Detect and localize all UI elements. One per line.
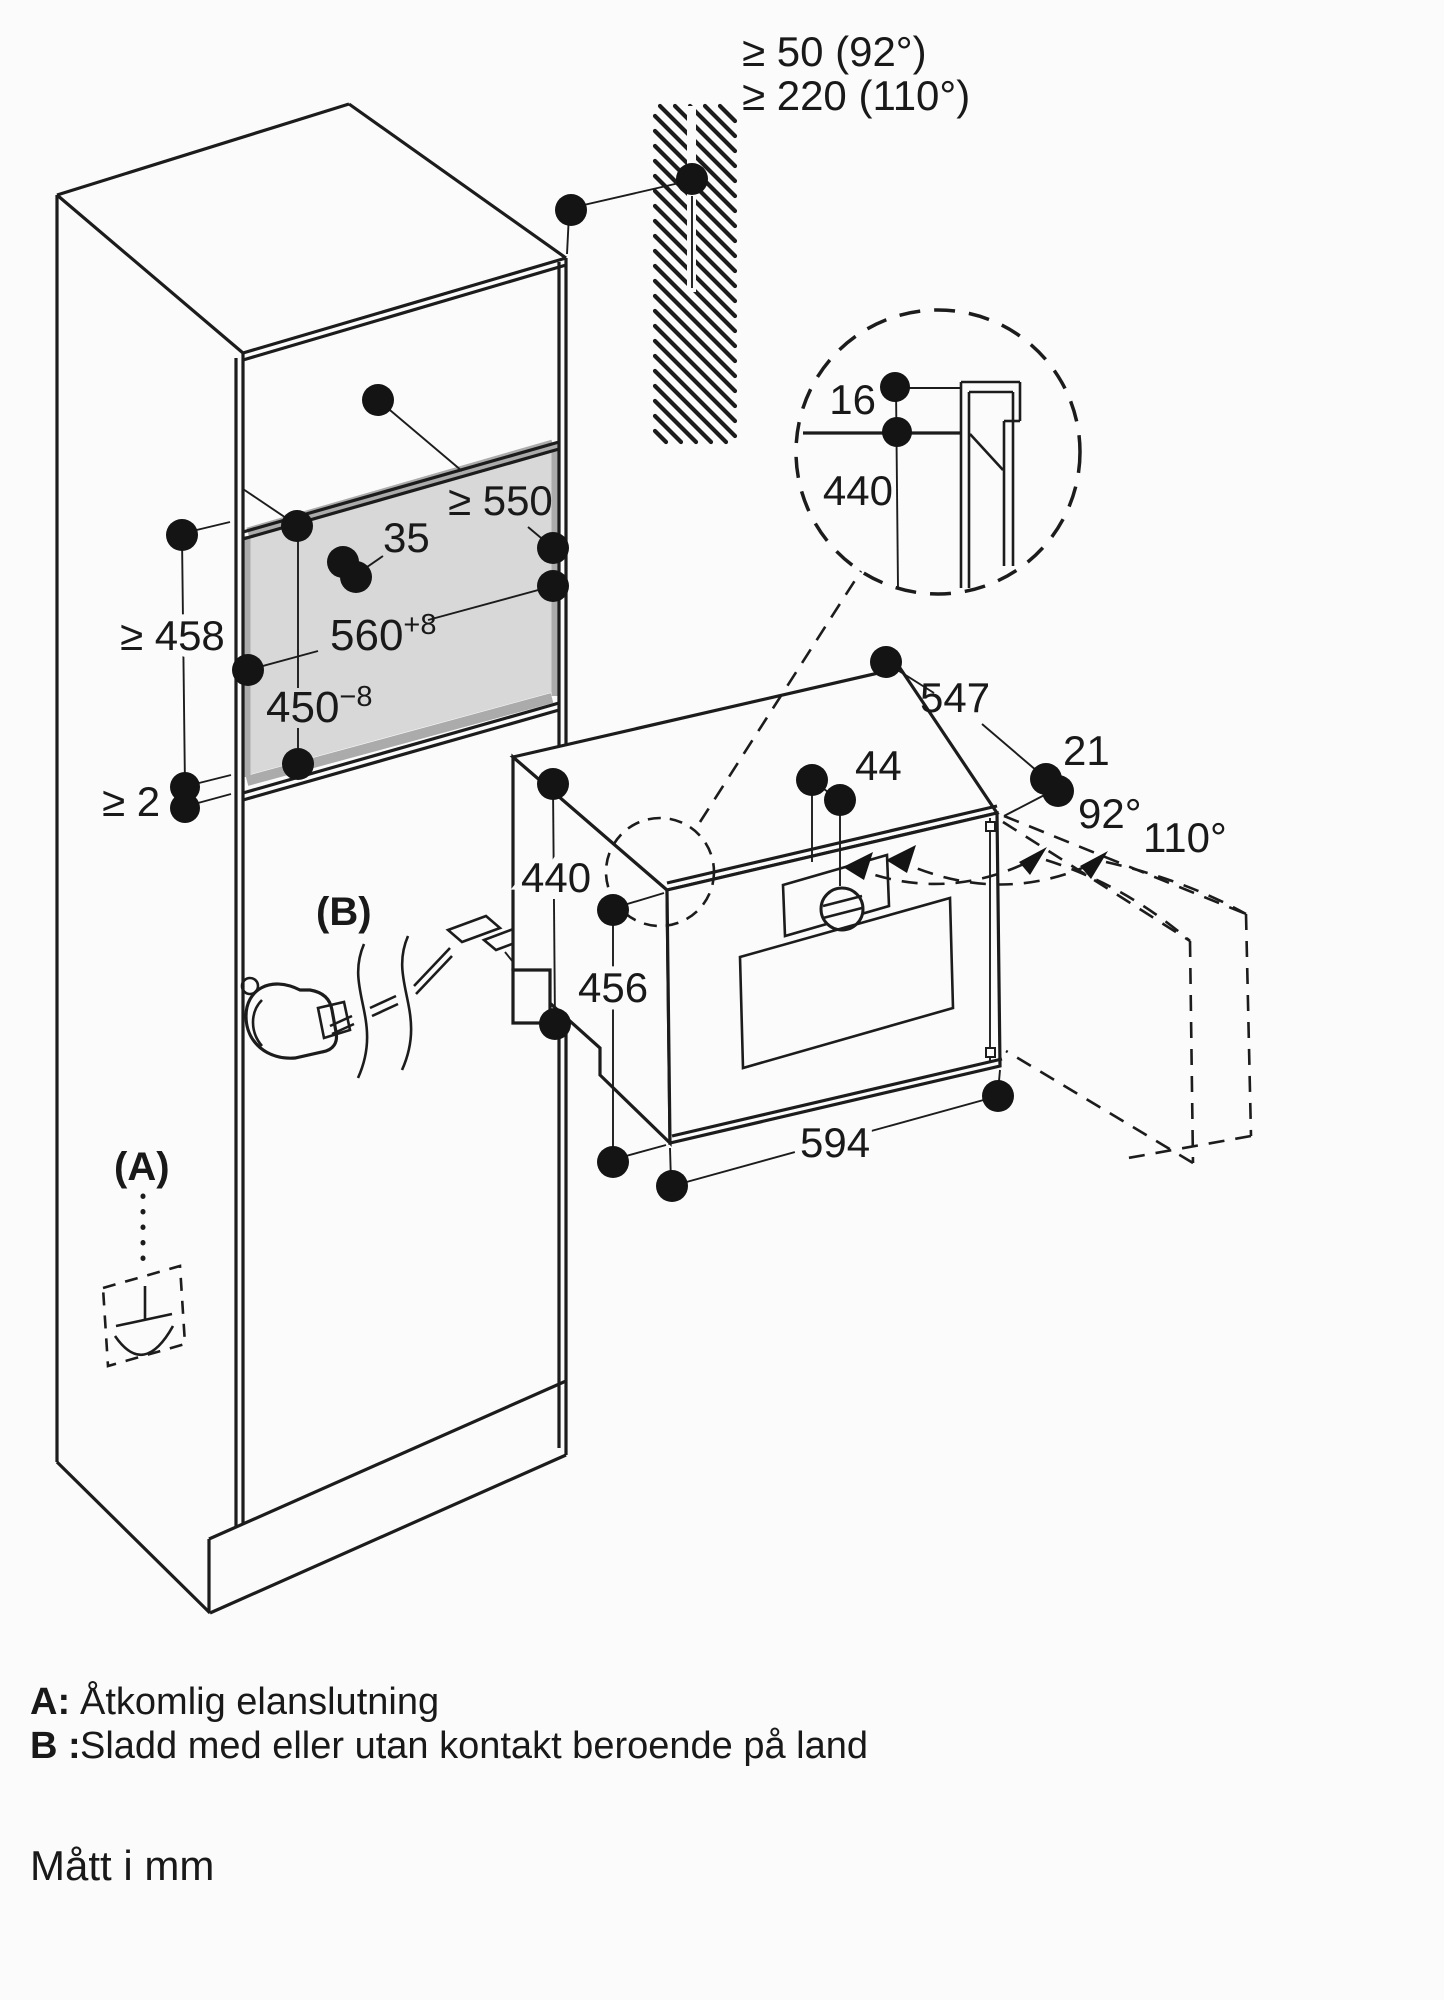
callouts: (B) (A): [101, 890, 372, 1368]
niche-height-label: 450−8: [266, 681, 373, 732]
niche-top-offset-label: 35: [383, 514, 430, 561]
door-glass: [738, 896, 955, 1070]
measurement-dots: [166, 163, 1074, 1202]
hinge-mark-bottom: [985, 1047, 996, 1058]
oven-front-height-label: 456: [578, 964, 648, 1011]
outlet-box: [101, 1264, 187, 1368]
swing-arc-92: [849, 855, 1039, 886]
outlet-symbol-icon: [113, 1286, 175, 1356]
power-cord-assembly: [240, 914, 551, 1079]
shelf-profile: [959, 380, 1022, 588]
arrowhead-icon: [843, 852, 873, 880]
swing-max-label: 110°: [1143, 814, 1227, 861]
oven-depth-label: 547: [920, 674, 990, 721]
arrowhead-icon: [886, 845, 916, 873]
oven-body-height-label: 440: [521, 854, 591, 901]
callout-a-label: (A): [114, 1145, 170, 1189]
open-door-92-outline: [1002, 820, 1195, 1165]
oven-front: [665, 810, 1002, 1146]
hinge-mark-top: [985, 821, 996, 832]
oven: [509, 666, 1003, 1147]
control-offset-label: 44: [855, 742, 902, 789]
cord-connector: [445, 914, 503, 944]
arrowhead-icon: [1080, 851, 1108, 879]
detail-circle: [794, 308, 1082, 596]
arrowhead-icon: [1019, 847, 1047, 875]
cord-break-squiggle: [356, 943, 369, 1079]
door-overhang-label: 21: [1063, 727, 1110, 774]
swing-min-label: 92°: [1078, 790, 1142, 837]
niche-opening: [248, 450, 553, 775]
clearance-92-label: ≥ 50 (92°): [742, 28, 927, 75]
units-note: Mått i mm: [30, 1842, 214, 1889]
swing-arc-110: [892, 856, 1101, 886]
clearance-110-label: ≥ 220 (110°): [742, 72, 970, 119]
legend-line-a: A:Åtkomlig elanslutning: [30, 1679, 439, 1723]
detail-view: 16 440: [698, 308, 1082, 823]
detail-reference-circle: [604, 816, 716, 928]
dimension-lines: ≥ 50 (92°) ≥ 220 (110°) ≥ 550 35 560+8 4…: [102, 28, 1227, 1202]
oven-width-label: 594: [800, 1119, 870, 1166]
detail-height-label: 440: [823, 467, 893, 514]
bottom-gap-label: ≥ 2: [102, 778, 160, 825]
legend: A:Åtkomlig elanslutning B :Sladd med ell…: [30, 1679, 868, 1889]
legend-line-b: B :Sladd med eller utan kontakt beroende…: [30, 1725, 868, 1767]
detail-reveal-label: 16: [829, 376, 876, 423]
callout-b-label: (B): [316, 890, 372, 934]
open-door-110-outline: [1003, 814, 1253, 1160]
power-plug-icon: [244, 982, 339, 1060]
door-swing: [843, 814, 1253, 1165]
niche-depth-label: ≥ 550: [448, 477, 553, 524]
tall-cabinet: [55, 102, 568, 1615]
side-height-label: ≥ 458: [120, 612, 225, 659]
niche-width-label: 560+8: [330, 609, 437, 660]
